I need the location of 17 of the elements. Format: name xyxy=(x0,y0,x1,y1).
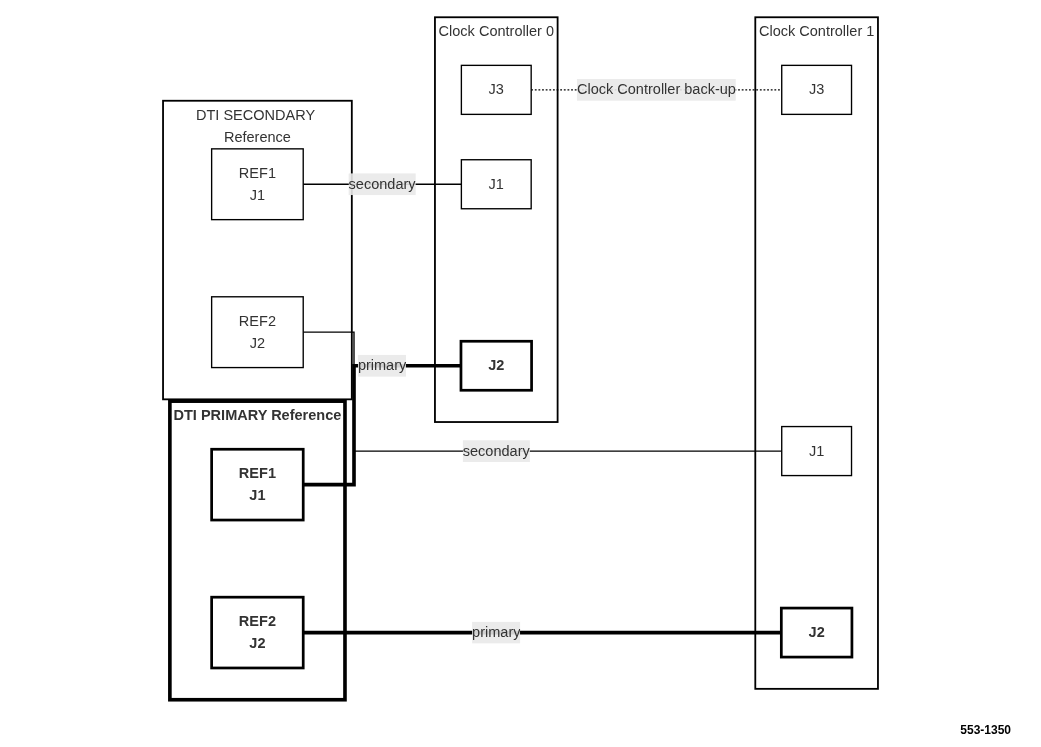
edge-label: secondary xyxy=(462,442,530,459)
node-box: REF1 J1 xyxy=(210,148,304,221)
node-box: J2 xyxy=(459,339,533,392)
node-box: J2 xyxy=(779,606,854,659)
edge-label: Clock Controller back-up xyxy=(576,81,736,98)
node-box: REF2 J2 xyxy=(210,595,305,670)
edge-label: secondary xyxy=(348,176,416,192)
connector xyxy=(303,630,782,635)
node-box: J1 xyxy=(460,159,532,210)
edge-label: primary xyxy=(472,624,521,640)
edge-label: primary xyxy=(357,357,407,374)
node-box: REF1 J1 xyxy=(210,447,305,522)
node-box: J3 xyxy=(781,64,853,116)
node-box: J1 xyxy=(781,425,853,477)
node-box: J3 xyxy=(460,64,532,116)
figure-number: 553-1350 xyxy=(960,723,1011,737)
node-box: REF2 J2 xyxy=(210,296,304,369)
